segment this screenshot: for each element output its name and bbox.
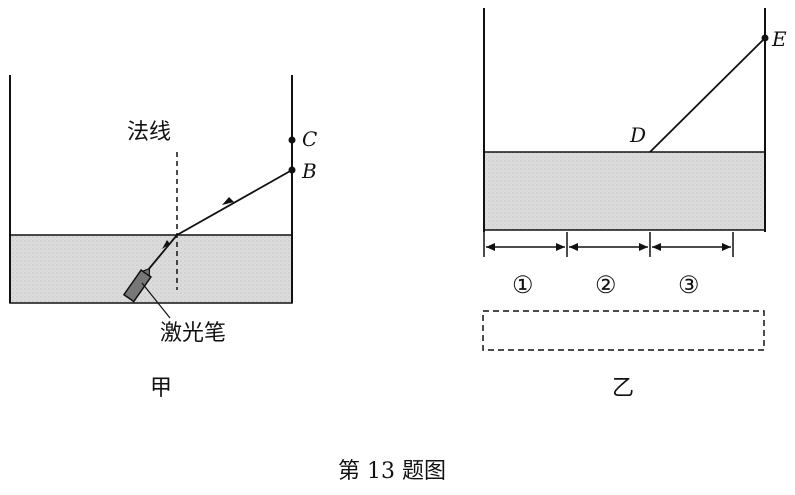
laser-pen-icon (122, 267, 152, 303)
ray-in-liquid (147, 234, 178, 271)
laser-label-leader (141, 282, 171, 319)
ray-arrow-refracted (222, 197, 234, 205)
point-b-dot (288, 166, 296, 174)
panel-right: D E ① ② ③ 乙 (482, 8, 787, 401)
point-c-dot (288, 136, 296, 144)
segment-label-2: ② (595, 271, 617, 299)
left-panel-title: 甲 (150, 376, 172, 401)
left-liquid (9, 234, 293, 304)
point-c-label: C (302, 127, 317, 151)
point-d-label: D (629, 123, 646, 147)
ray-refracted (176, 169, 293, 236)
measure-segments (483, 232, 734, 257)
normal-label: 法线 (127, 120, 171, 145)
point-e-label: E (771, 27, 787, 51)
figure-caption: 第 13 题图 (338, 459, 446, 484)
segment-label-3: ③ (678, 271, 700, 299)
ray-d-to-e (649, 37, 766, 153)
point-e-dot (761, 34, 769, 42)
right-liquid (483, 151, 766, 231)
panel-left: 法线 C B 激光笔 甲 (9, 75, 317, 401)
segment-label-1: ① (512, 271, 534, 299)
point-b-label: B (301, 159, 317, 183)
answer-box (482, 310, 765, 351)
laser-label: 激光笔 (160, 321, 226, 346)
right-panel-title: 乙 (612, 376, 634, 401)
ray-arrow-in-liquid (162, 240, 170, 249)
